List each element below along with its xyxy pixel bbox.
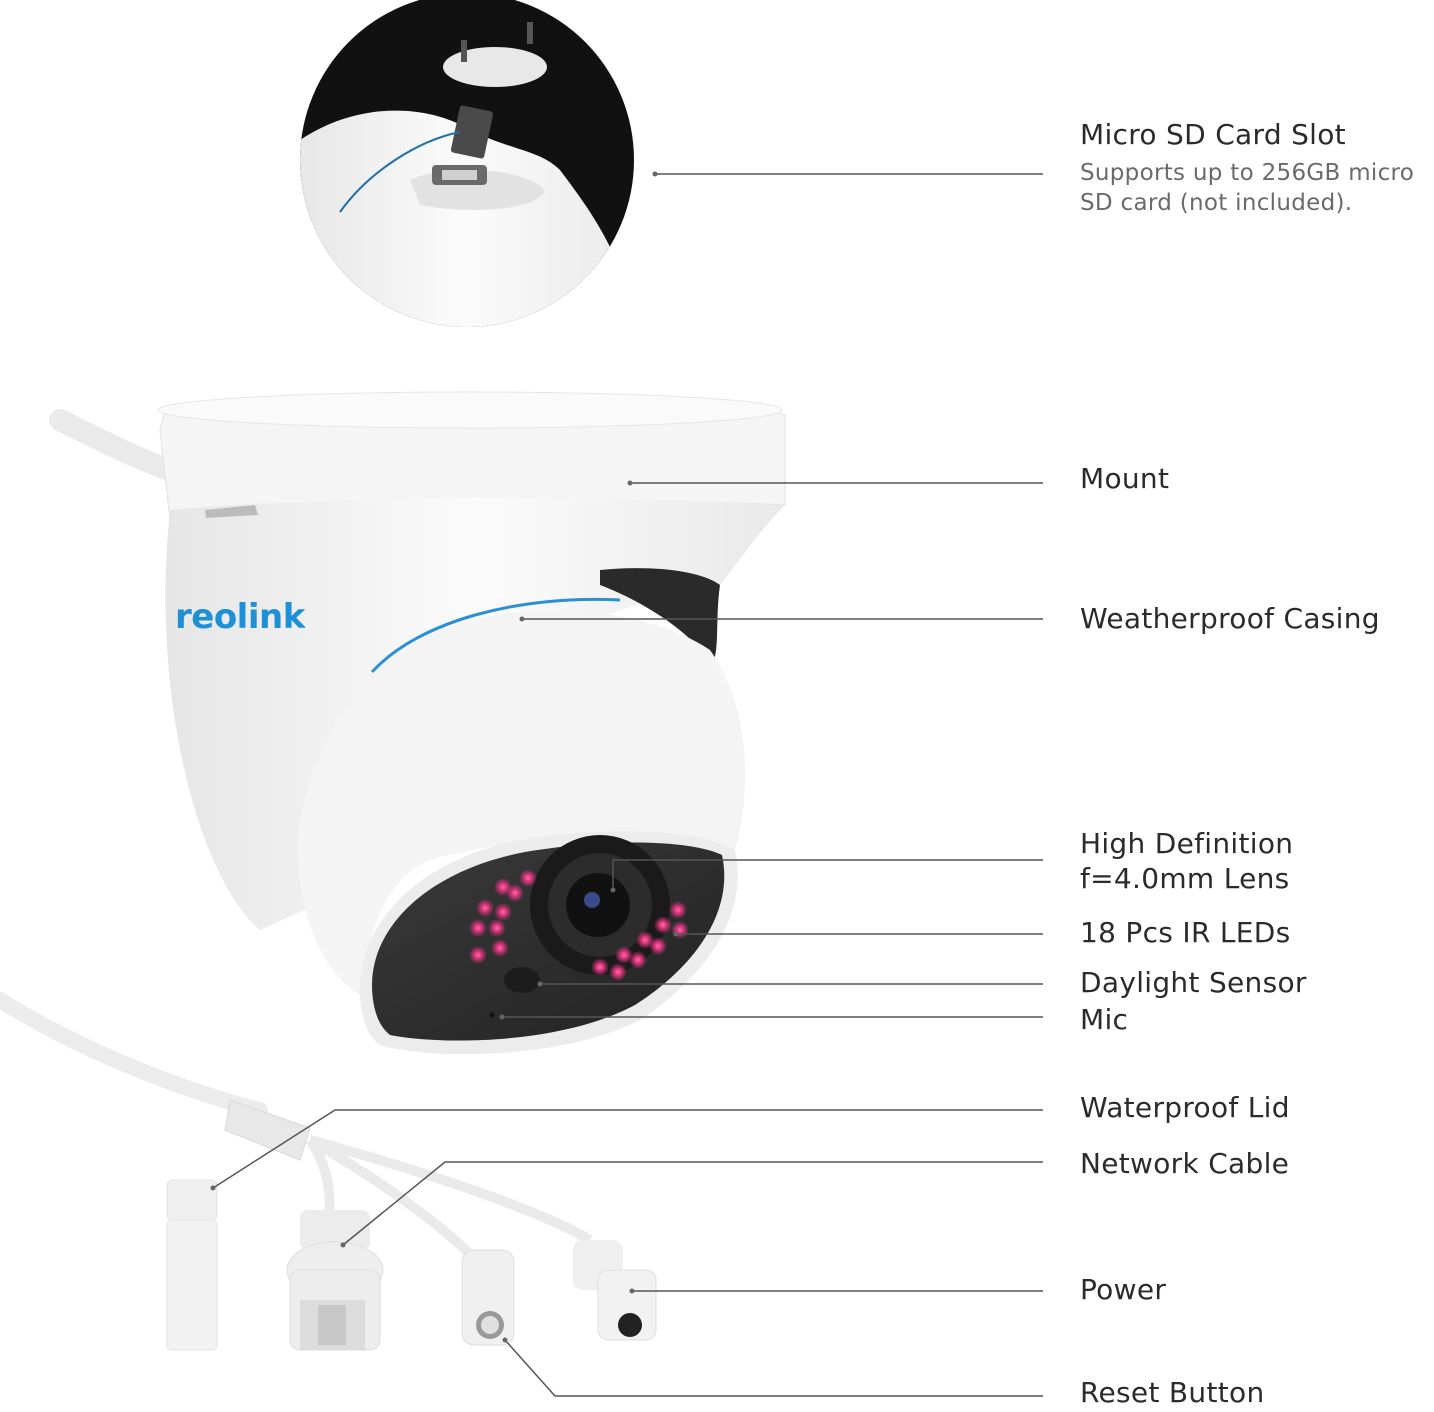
callout-title: f=4.0mm Lens xyxy=(1080,862,1290,895)
callout-title: 18 Pcs IR LEDs xyxy=(1080,916,1291,949)
callout-title: Mount xyxy=(1080,462,1170,495)
callout-sd-slot: Micro SD Card Slot Supports up to 256GB … xyxy=(1080,117,1414,218)
callout-reset-button: Reset Button xyxy=(1080,1375,1265,1410)
callout-title: High Definition xyxy=(1080,827,1294,860)
callout-title: Power xyxy=(1080,1273,1167,1306)
callout-title: Waterproof Lid xyxy=(1080,1091,1290,1124)
brand-logo: reolink xyxy=(175,597,305,637)
callout-title: Weatherproof Casing xyxy=(1080,602,1380,635)
callout-waterproof-lid: Waterproof Lid xyxy=(1080,1090,1290,1125)
leader-lines xyxy=(212,173,1043,1397)
leader-dots xyxy=(210,171,679,1343)
callout-title: Micro SD Card Slot xyxy=(1080,118,1346,151)
callout-mic: Mic xyxy=(1080,1002,1128,1037)
cable-assembly xyxy=(0,992,657,1351)
sd-slot-inset xyxy=(300,0,634,327)
callout-daylight-sensor: Daylight Sensor xyxy=(1080,965,1307,1000)
callout-power: Power xyxy=(1080,1272,1166,1307)
callout-casing: Weatherproof Casing xyxy=(1080,601,1380,636)
ir-led-array xyxy=(469,869,689,981)
callout-title: Mic xyxy=(1080,1003,1129,1036)
callout-ir-leds: 18 Pcs IR LEDs xyxy=(1080,915,1291,950)
camera-body xyxy=(49,391,786,1055)
callout-title: Network Cable xyxy=(1080,1147,1290,1180)
callout-mount: Mount xyxy=(1080,461,1169,496)
callout-lens: High Definition f=4.0mm Lens xyxy=(1080,826,1293,896)
callout-title: Daylight Sensor xyxy=(1080,966,1307,999)
callout-network-cable: Network Cable xyxy=(1080,1146,1289,1181)
callout-title: Reset Button xyxy=(1080,1376,1265,1409)
callout-subtitle: SD card (not included). xyxy=(1080,190,1353,216)
callout-subtitle: Supports up to 256GB micro xyxy=(1080,160,1415,186)
